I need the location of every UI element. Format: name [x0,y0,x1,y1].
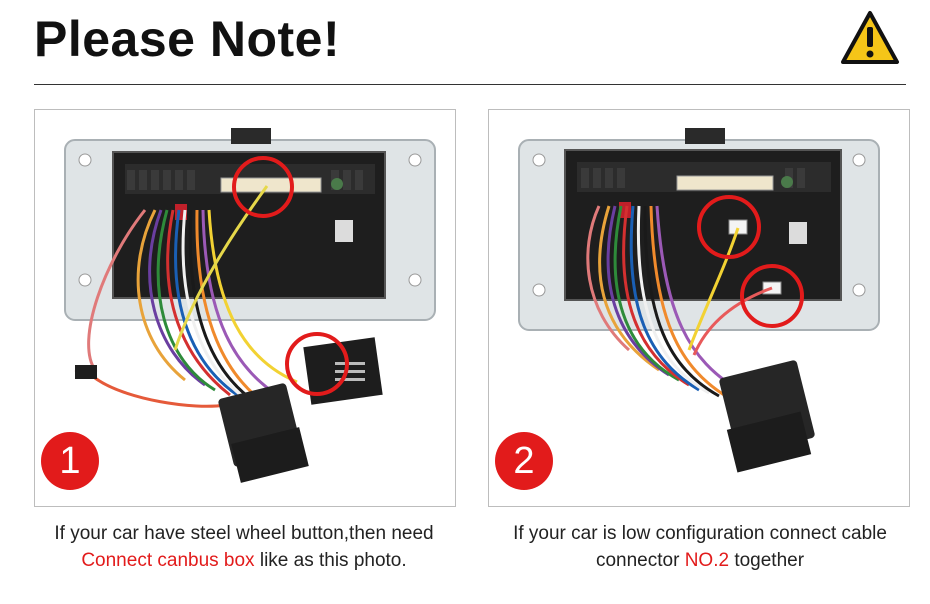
caption-1-line1: If your car have steel wheel button,then… [54,523,434,544]
step-badge-2: 2 [495,432,553,490]
head-unit-photo-1 [64,128,436,483]
caption-2-line1: If your car is low configuration connect… [513,523,887,544]
caption-2-highlight: NO.2 [684,550,730,571]
step-badge-1: 1 [41,432,99,490]
page-title: Please Note! [34,11,341,67]
caption-1-highlight: Connect canbus box [81,550,255,571]
caption-1-line2: Connect canbus box like as this photo. [24,547,464,574]
header-divider [34,84,906,85]
caption-1-line2-rest: like as this photo. [254,550,407,571]
photo-panel-1: 1 [34,109,456,507]
caption-2-line2-suffix: together [729,550,805,571]
caption-2-line2: connector NO.2 together [480,547,920,574]
caption-2: If your car is low configuration connect… [480,520,920,574]
head-unit-photo-2 [518,128,880,473]
caption-2-line2-prefix: connector [595,550,685,571]
photo-panel-2: 2 [488,109,910,507]
caption-1: If your car have steel wheel button,then… [24,520,464,574]
warning-triangle-icon [841,11,899,64]
